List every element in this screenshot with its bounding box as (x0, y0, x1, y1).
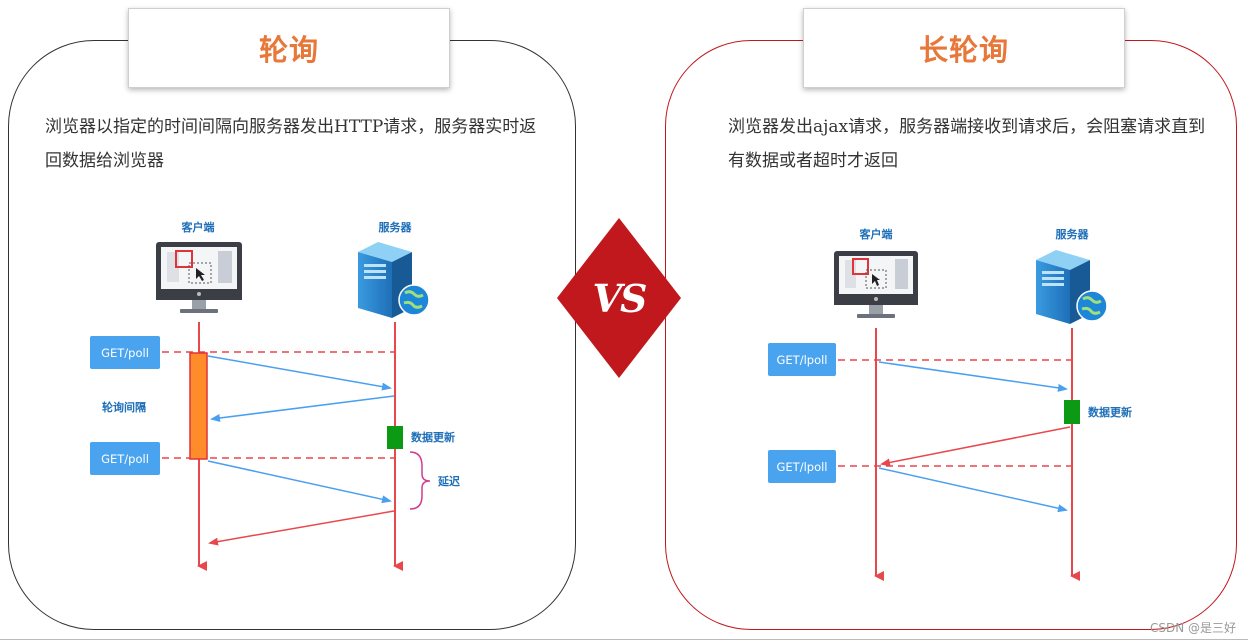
polling-interval-label: 轮询间隔 (102, 400, 146, 414)
polling-panel (8, 40, 576, 630)
get-lpoll-label: GET/lpoll (768, 343, 836, 376)
get-poll-label: GET/poll (90, 336, 160, 369)
svg-text:GET/poll: GET/poll (101, 346, 149, 360)
client-monitor-icon (156, 242, 242, 313)
delay-brace (409, 451, 431, 510)
vs-badge: VS (557, 218, 681, 378)
svg-text:GET/lpoll: GET/lpoll (777, 460, 828, 474)
data-update-block (1064, 400, 1080, 424)
polling-description: 浏览器以指定的时间间隔向服务器发出HTTP请求，服务器实时返回数据给浏览器 (45, 117, 537, 171)
svg-text:GET/lpoll: GET/lpoll (777, 353, 828, 367)
delay-label: 延迟 (437, 474, 460, 488)
data-update-label: 数据更新 (1088, 405, 1132, 419)
long-polling-panel (665, 40, 1237, 630)
server-label: 服务器 (379, 220, 413, 234)
client-label: 客户端 (181, 220, 215, 234)
long-polling-description: 浏览器发出ajax请求，服务器端接收到请求后，会阻塞请求直到有数据或者超时才返回 (728, 117, 1206, 171)
server-tower-icon (1036, 250, 1108, 324)
vs-diamond-shape (557, 218, 681, 378)
polling-interval-bar (189, 352, 208, 460)
get-poll-label: GET/poll (90, 442, 160, 475)
data-update-label: 数据更新 (411, 430, 455, 444)
client-monitor-icon (834, 251, 918, 318)
server-label: 服务器 (1056, 227, 1090, 241)
polling-title: 轮询 (128, 8, 450, 88)
bottom-rule (0, 639, 1248, 640)
data-update-block (387, 426, 403, 449)
svg-text:GET/poll: GET/poll (101, 452, 149, 466)
get-lpoll-label: GET/lpoll (768, 450, 836, 483)
vs-label: VS (592, 275, 648, 321)
client-label: 客户端 (859, 227, 893, 241)
server-tower-icon (358, 242, 430, 318)
long-polling-title: 长轮询 (803, 8, 1125, 88)
watermark: CSDN @是三好 (1149, 621, 1236, 635)
